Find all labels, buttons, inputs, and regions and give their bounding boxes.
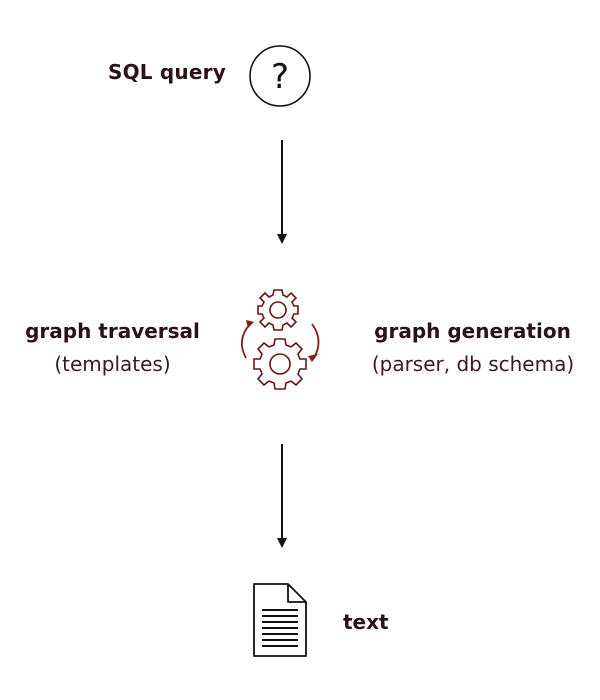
question-mark-circle-icon: ?: [249, 45, 311, 107]
svg-text:?: ?: [271, 57, 289, 97]
flow-arrow-process-to-output: [277, 444, 287, 548]
right-process-title: graph generation: [374, 319, 571, 343]
document-icon: [253, 583, 307, 657]
right-process-subtitle: (parser, db schema): [371, 352, 575, 376]
left-process-subtitle: (templates): [54, 352, 171, 376]
left-process-title: graph traversal: [25, 319, 200, 343]
output-label: text: [343, 610, 389, 634]
flow-arrow-input-to-process: [277, 140, 287, 244]
input-label: SQL query: [108, 60, 226, 84]
gears-cycle-icon: [240, 289, 320, 390]
top-edge-fragment: [282, 0, 342, 2]
